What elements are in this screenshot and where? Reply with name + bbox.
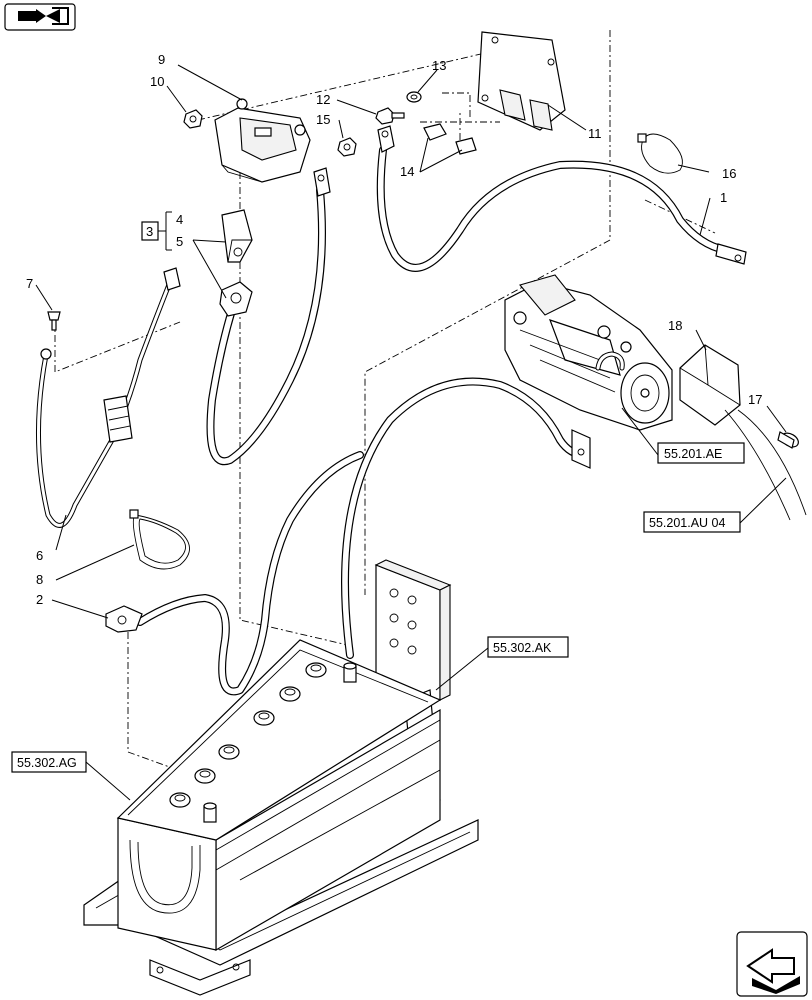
starter-harness-wire <box>724 409 791 521</box>
callout-1: 1 <box>720 190 727 205</box>
screw[interactable] <box>47 311 61 331</box>
callout-6: 6 <box>36 548 43 563</box>
reference-battery-bracket[interactable]: 55.302.AK <box>487 636 569 658</box>
reference-starter-harness[interactable]: 55.201.AU 04 <box>643 511 741 533</box>
book-arrow-icon[interactable] <box>4 3 76 31</box>
cable-battery-to-starter[interactable] <box>341 377 591 659</box>
callout-3-group: 3 <box>141 211 172 251</box>
callout-13: 13 <box>432 58 446 73</box>
bolt-item-12[interactable] <box>375 107 405 125</box>
battery-terminals <box>203 662 357 823</box>
cable-item-1[interactable] <box>376 125 747 272</box>
cable-tie-item-8[interactable] <box>129 509 190 570</box>
callout-7: 7 <box>26 276 33 291</box>
callout-15: 15 <box>316 112 330 127</box>
reference-battery-label: 55.302.AG <box>17 756 77 770</box>
callout-3: 3 <box>146 224 153 239</box>
next-page-arrow-icon[interactable] <box>736 931 808 997</box>
callout-14: 14 <box>400 164 414 179</box>
reference-starter-label: 55.201.AE <box>664 447 722 461</box>
callout-18: 18 <box>668 318 682 333</box>
washer-item-13[interactable] <box>406 91 422 103</box>
connector-plug[interactable] <box>777 430 801 449</box>
callout-9: 9 <box>158 52 165 67</box>
callout-10: 10 <box>150 74 164 89</box>
cable-tie-item-16[interactable] <box>637 133 683 174</box>
reference-battery-bracket-label: 55.302.AK <box>493 641 552 655</box>
reference-starter-harness-label: 55.201.AU 04 <box>649 516 725 530</box>
cable-item-2[interactable] <box>105 451 364 696</box>
clip-item-14[interactable] <box>423 123 477 155</box>
battery[interactable] <box>116 639 442 952</box>
reference-starter[interactable]: 55.201.AE <box>657 442 745 464</box>
terminal-cover[interactable] <box>679 344 741 426</box>
nut-item-10[interactable] <box>183 109 203 129</box>
callout-11: 11 <box>588 126 602 141</box>
battery-clamp[interactable] <box>219 281 253 317</box>
callout-8: 8 <box>36 572 43 587</box>
callout-16: 16 <box>722 166 736 181</box>
reference-battery[interactable]: 55.302.AG <box>11 751 87 773</box>
nut-item-15[interactable] <box>337 137 357 157</box>
callout-numbers: 9 10 12 13 15 14 11 16 1 18 17 4 5 7 6 8… <box>26 52 762 607</box>
relay-item-9[interactable] <box>214 98 311 183</box>
callout-12: 12 <box>316 92 330 107</box>
ground-wire-item-6[interactable] <box>35 267 181 528</box>
callout-17: 17 <box>748 392 762 407</box>
starter-motor[interactable] <box>504 274 673 431</box>
clamp-cover[interactable] <box>221 209 253 263</box>
battery-vent-caps <box>169 662 327 808</box>
callout-5: 5 <box>176 234 183 249</box>
mounting-plate-item-11[interactable] <box>477 31 566 131</box>
leader-lines <box>35 64 787 801</box>
callout-2: 2 <box>36 592 43 607</box>
callout-4: 4 <box>176 212 183 227</box>
cable-relay-to-battery[interactable] <box>206 167 331 466</box>
